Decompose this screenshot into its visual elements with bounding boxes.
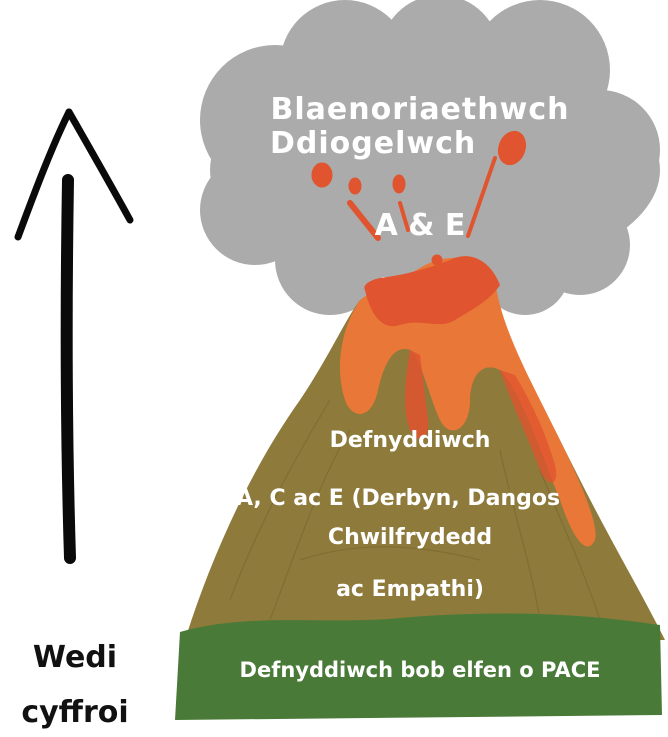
- cloud-label-line3: A & E: [374, 208, 466, 243]
- cloud-label-line2: Ddiogelwch: [270, 126, 477, 161]
- mountain-label-line3: Chwilfrydedd: [327, 525, 493, 550]
- side-label-line2: cyffroi: [21, 695, 129, 730]
- mountain-texture: [229, 399, 601, 621]
- mountain-label-line4: ac Empathi): [336, 577, 484, 602]
- lava-flows: [340, 256, 596, 547]
- mountain-label-line2: A, C ac E (Derbyn, Dangos: [236, 486, 561, 511]
- smoke-cloud: [200, 0, 660, 320]
- lava-splatters: [311, 130, 527, 266]
- base-label: Defnyddiwch bob elfen o PACE: [239, 658, 601, 682]
- mountain-label-line1: Defnyddiwch: [329, 428, 491, 453]
- up-arrow-icon: [14, 108, 134, 564]
- cloud-label-line1: Blaenoriaethwch: [270, 92, 570, 127]
- side-label-line1: Wedi: [32, 640, 118, 675]
- mountain-body: [185, 290, 665, 640]
- green-base: [175, 613, 662, 720]
